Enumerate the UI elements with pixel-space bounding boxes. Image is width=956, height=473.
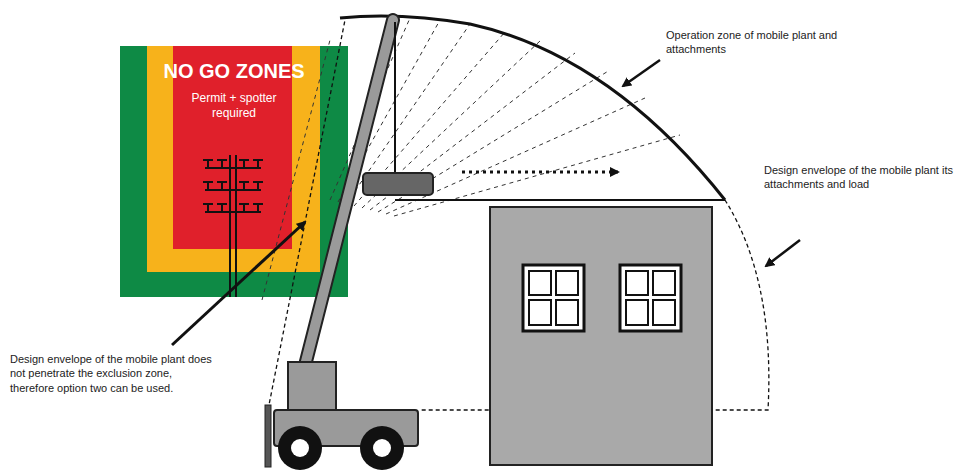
movement-arrow [462,171,618,174]
no-go-zone-sign: NO GO ZONES Permit + spotter required [120,46,348,121]
callout-text: Operation zone of mobile plant and attac… [664,28,848,57]
callout-text: Design envelope of the mobile plant its … [762,163,956,192]
radial-dash [386,98,645,214]
no-go-zone-sign [120,46,348,297]
power-pole-symbol [203,155,263,297]
radial-dash [362,41,540,208]
sign-note: Permit + spotter required [179,91,289,121]
leader-arrow [766,240,800,266]
callout-text: Design envelope of the mobile plant does… [8,352,217,395]
sign-heading: NO GO ZONES [120,60,348,83]
building [490,207,712,465]
radial-dash [394,135,680,216]
operation-zone-base [395,199,725,201]
telehandler [265,20,433,470]
leader-arrow [623,60,660,86]
leader-arrow [172,222,305,345]
